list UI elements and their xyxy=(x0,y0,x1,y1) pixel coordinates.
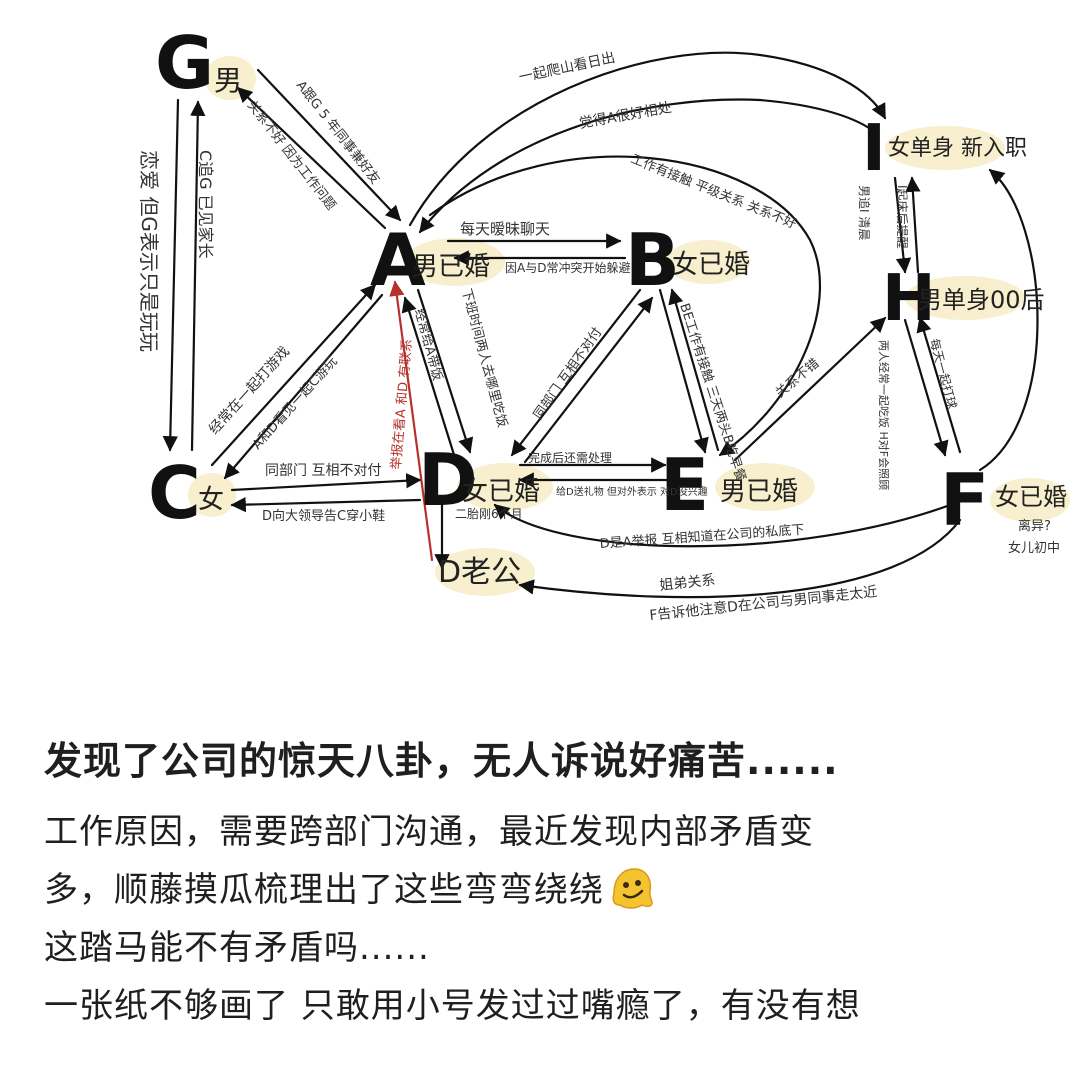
edge-dh-a xyxy=(389,280,434,562)
edge-c-g xyxy=(190,100,206,452)
edge-g-a-2 xyxy=(236,86,387,230)
post-line-4: 一张纸不够画了 只敢用小号发过过嘴瘾了，有没有想 xyxy=(44,986,861,1026)
post-line-2-text: 多，顺藤摸瓜梳理出了这些弯弯绕绕 xyxy=(44,870,604,910)
edge-d-b xyxy=(523,296,654,464)
node-d-letter: D xyxy=(418,438,478,522)
edge-b-e-1 xyxy=(658,288,709,454)
edge-h-f-2 xyxy=(916,316,962,454)
label-d-e-2: 给D送礼物 但对外表示 对D没兴趣 xyxy=(556,485,708,498)
node-f-tag: 女已婚 xyxy=(995,483,1067,511)
edge-a-i-1 xyxy=(408,51,887,227)
label-a-b-1: 每天暧昧聊天 xyxy=(460,220,550,238)
label-c-g: C追G 已见家长 xyxy=(196,150,215,259)
tag-highlights xyxy=(188,56,1070,596)
edge-a-d-1 xyxy=(416,288,474,454)
label-f-note-2: 女儿初中 xyxy=(1008,540,1060,556)
edge-i-h xyxy=(893,176,912,274)
edge-f-i xyxy=(978,168,1039,472)
edge-f-dh xyxy=(518,518,962,599)
post-line-3: 这踏马能不有矛盾吗...... xyxy=(44,928,430,968)
post-line-1: 工作原因，需要跨部门沟通，最近发现内部矛盾变 xyxy=(44,812,814,852)
nodes: G 男 A 男已婚 B 女已婚 C 女 D 女已婚 E 男已婚 F 女已婚 H … xyxy=(148,21,1067,590)
edges xyxy=(162,51,1039,599)
node-d-tag: 女已婚 xyxy=(462,477,540,507)
node-b-letter: B xyxy=(625,218,680,302)
label-h-f-2: 每天一起打球 xyxy=(927,337,960,410)
edge-e-h xyxy=(733,316,887,462)
post-title: 发现了公司的惊天八卦，无人诉说好痛苦...... xyxy=(44,739,839,783)
relationship-diagram: G 男 A 男已婚 B 女已婚 C 女 D 女已婚 E 男已婚 F 女已婚 H … xyxy=(137,21,1070,624)
edge-c-a-2 xyxy=(223,293,384,480)
edge-c-d-2 xyxy=(230,496,422,513)
edge-a-d-2 xyxy=(401,296,457,460)
label-a-i-1: 一起爬山看日出 xyxy=(518,50,617,86)
label-d-e-1: 完成后还需处理 xyxy=(528,450,612,465)
node-g-tag: 男 xyxy=(214,64,242,97)
node-b-tag: 女已婚 xyxy=(672,250,750,280)
node-g-letter: G xyxy=(155,21,214,105)
node-e-tag: 男已婚 xyxy=(720,477,798,507)
label-c-d-1: 同部门 互相不对付 xyxy=(265,463,381,479)
label-a-i-2: 觉得A很好相处 xyxy=(578,99,673,132)
label-d-dh: 二胎刚6个月 xyxy=(455,507,523,521)
melting-face-emoji-icon xyxy=(612,868,653,909)
post-line-2: 多，顺藤摸瓜梳理出了这些弯弯绕绕 xyxy=(44,861,1044,919)
node-i-tag: 女单身 新入职 xyxy=(888,136,1027,161)
label-i-h: 男追I 清晨 xyxy=(857,185,872,240)
label-g-c: 恋爱 但G表示只是玩玩 xyxy=(137,150,161,352)
label-c-d-2: D向大领导告C穿小鞋 xyxy=(262,508,385,524)
node-f-letter: F xyxy=(940,458,989,542)
label-e-h: 关系不错 xyxy=(773,356,822,401)
label-a-d-1: 下班时间两人去哪里吃饭 xyxy=(458,287,510,429)
label-f-dh-1: 姐弟关系 xyxy=(659,572,716,594)
edge-h-i xyxy=(905,176,921,274)
edge-b-e-2 xyxy=(668,288,720,452)
edge-g-a-1 xyxy=(256,68,402,222)
edge-g-c xyxy=(162,98,180,452)
edge-b-d xyxy=(510,288,642,457)
label-f-note-1: 离异? xyxy=(1018,518,1051,534)
node-c-tag: 女 xyxy=(198,485,224,515)
node-a-tag: 男已婚 xyxy=(412,252,490,282)
node-h-tag: 男单身00后 xyxy=(918,286,1045,314)
post-body: 发现了公司的惊天八卦，无人诉说好痛苦...... 工作原因，需要跨部门沟通，最近… xyxy=(44,730,1044,1035)
edge-h-f-1 xyxy=(903,318,949,457)
edge-a-i-2 xyxy=(418,98,874,234)
node-a-letter: A xyxy=(370,218,426,302)
label-a-b-2: 因A与D常冲突开始躲避 xyxy=(505,260,630,275)
label-h-f-1: 两人经常一起吃饭 H对F会照顾 xyxy=(877,340,891,490)
edge-f-d xyxy=(493,503,952,548)
node-h-letter: H xyxy=(882,262,936,336)
edge-a-e xyxy=(428,155,822,457)
node-d-husband-tag: D老公 xyxy=(438,555,521,590)
edge-c-d-1 xyxy=(230,473,422,492)
edge-c-a-1 xyxy=(210,283,377,467)
node-i-letter: I xyxy=(862,112,886,186)
label-a-d-2: 经常给A带饭 xyxy=(411,307,445,382)
node-e-letter: E xyxy=(660,443,709,527)
node-c-letter: C xyxy=(148,451,201,535)
label-h-i: I起床后提醒 xyxy=(895,185,910,249)
